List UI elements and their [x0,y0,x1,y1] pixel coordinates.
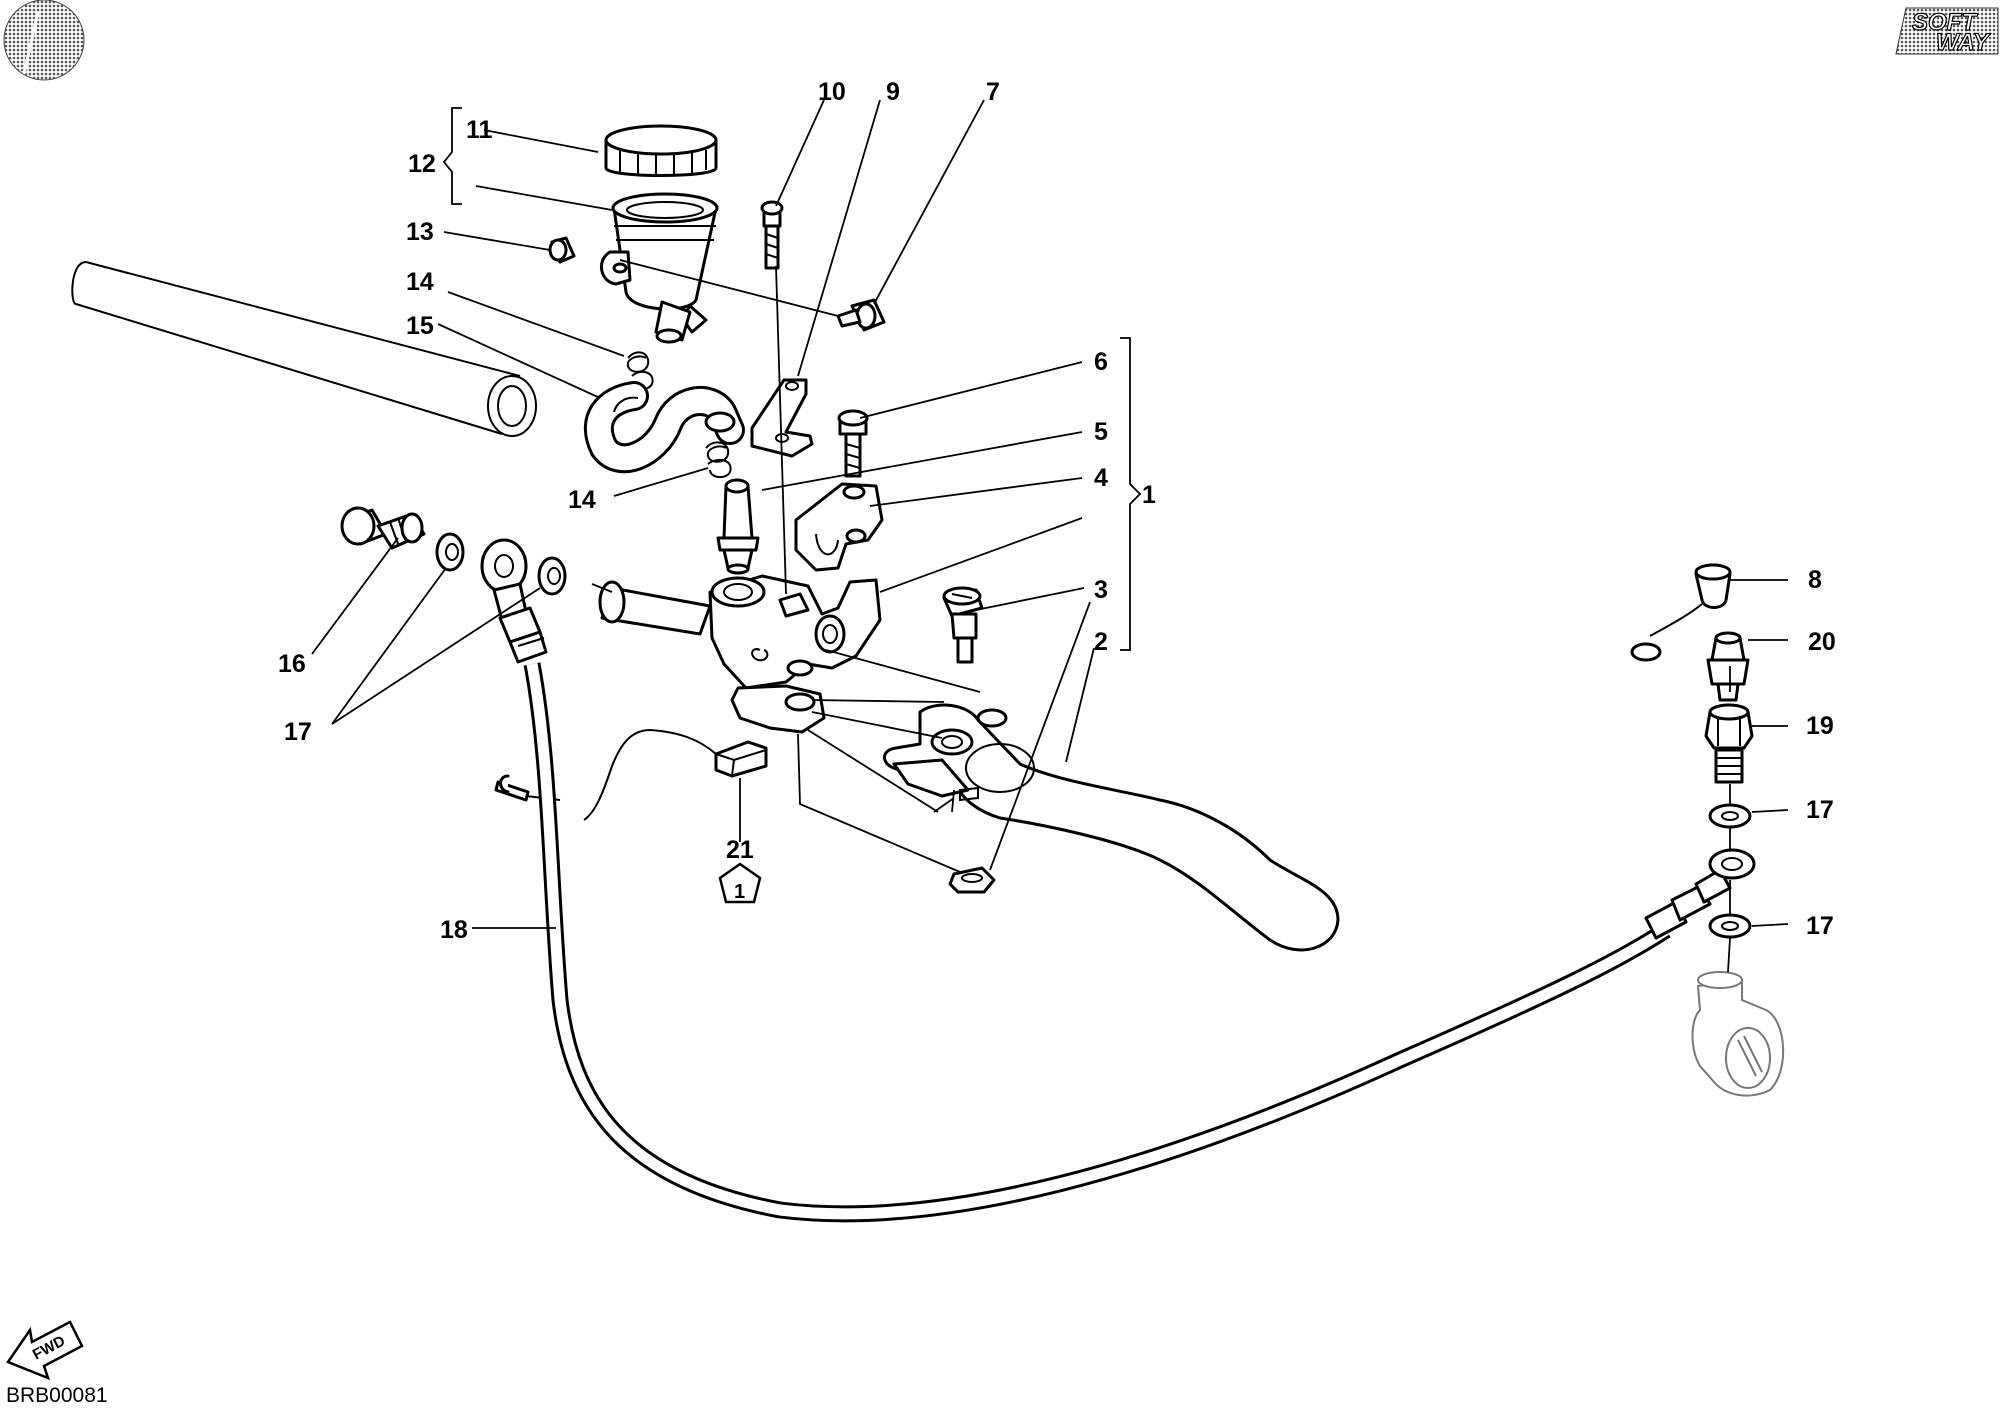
callout-1: 1 [1142,481,1156,509]
bracket-bolt [760,200,784,270]
hose-clamp-lower [705,441,732,478]
reservoir-cap [604,124,718,177]
callout-2: 2 [1094,628,1108,656]
banjo-fitting [480,538,548,664]
slave-cylinder-outline [1691,971,1785,1097]
callout-5: 5 [1094,418,1108,446]
callout-13: 13 [406,218,434,246]
softway-logo-icon: SOFT WAY [1895,7,1999,57]
bleeder-valve [1706,631,1750,702]
clamp-screw [837,409,869,478]
callout-17-right-lower: 17 [1806,912,1834,940]
callout-4: 4 [1094,464,1108,492]
reservoir-hose [584,381,745,474]
clutch-switch [494,728,768,821]
pentagon-note-icon: 1 [718,862,762,904]
bleed-screw [1704,703,1754,784]
callout-18: 18 [440,916,468,944]
sealing-washer-3 [1708,803,1752,829]
callout-9: 9 [886,78,900,106]
fluid-reservoir [600,192,719,334]
drawing-code: BRB00081 [6,1384,108,1407]
master-cylinder-body [598,574,882,690]
bleeder-dust-cap [1630,563,1732,662]
callout-16: 16 [278,650,306,678]
disc-logo-icon [3,0,85,81]
callout-6: 6 [1094,348,1108,376]
lever-pivot-pin [942,586,984,664]
variant-symbol-number: 1 [734,881,745,903]
callout-14-upper: 14 [406,268,434,296]
leader-lines [311,99,1789,973]
callout-14-lower: 14 [568,486,596,514]
callout-labels: 1 2 3 4 5 6 7 8 9 10 11 12 13 14 14 15 1… [278,78,1836,944]
callout-15: 15 [406,312,434,340]
brand-logo-line-2: WAY [1936,29,1991,56]
slave-banjo-fitting [1644,848,1756,940]
clutch-hose [523,662,1671,1223]
callout-8: 8 [1808,566,1822,594]
sealing-washer-4 [1708,913,1752,939]
reservoir-hose-connector [654,300,692,344]
lever-pivot-nut [948,866,996,894]
brand-logo-line-1: SOFT [1912,9,1978,36]
handlebar [71,261,537,437]
handlebar-clamp [794,482,884,572]
callout-3: 3 [1094,576,1108,604]
bracket-screw [836,298,886,332]
callout-11: 11 [466,116,493,144]
sealing-washer-1 [435,532,465,572]
callout-12: 12 [408,150,436,178]
callout-10: 10 [818,78,846,106]
callout-17-left: 17 [284,718,312,746]
callout-7: 7 [986,78,1000,106]
reservoir-screw [548,236,576,264]
reservoir-fitting [716,478,760,575]
lever-pivot-boss [730,684,826,734]
banjo-bolt [340,506,426,550]
callout-19: 19 [1806,712,1834,740]
clutch-lever [883,703,1340,952]
fwd-arrow-icon: FWD [6,1320,84,1381]
callout-21: 21 [726,836,754,864]
sealing-washer-2 [537,556,567,596]
callout-20: 20 [1808,628,1836,656]
callout-17-right-upper: 17 [1806,796,1834,824]
